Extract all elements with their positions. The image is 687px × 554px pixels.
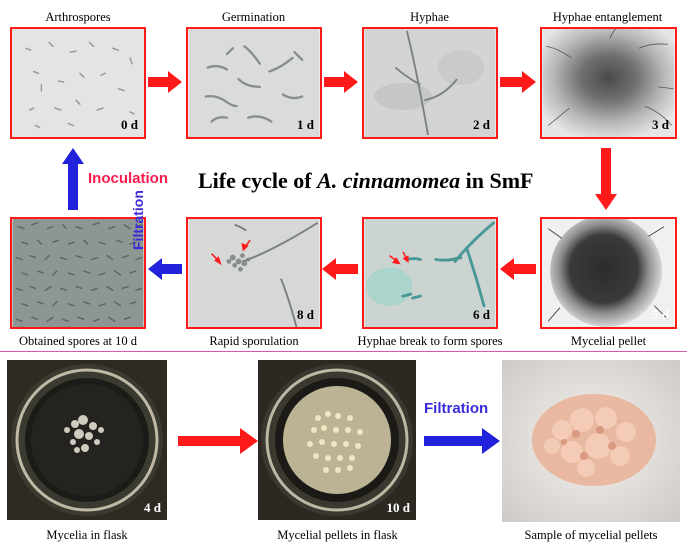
day-badge: 8 d	[297, 307, 314, 322]
label-rapid-sporulation: Rapid sporulation	[209, 334, 299, 348]
arrow-right	[324, 71, 358, 93]
inoculation-label: Inoculation	[88, 170, 168, 187]
day-badge: 10 d	[386, 500, 410, 515]
diagram-title: Life cycle of A. cinnamomea in SmF	[198, 168, 533, 194]
day-badge: 0 d	[121, 117, 138, 132]
label-pellets-flask: Mycelial pellets in flask	[277, 528, 398, 542]
spores-image	[12, 219, 144, 327]
label-germination: Germination	[221, 10, 286, 24]
panel-rapid-sporulation: 8 d	[186, 217, 322, 329]
panel-obtained-spores	[10, 217, 146, 329]
arrow-left-blue	[148, 258, 182, 280]
arrow-up	[62, 148, 84, 210]
hyphae-break-image	[364, 219, 496, 327]
arrow-right-blue	[424, 428, 500, 454]
filtration-horizontal-label: Filtration	[424, 400, 489, 417]
flask-image	[7, 360, 167, 520]
arrow-right	[178, 428, 258, 454]
day-badge: 5 d	[652, 307, 669, 322]
filtration-vertical-label: Filtration	[130, 190, 146, 250]
day-badge: 1 d	[297, 117, 314, 132]
label-mycelia-flask: Mycelia in flask	[46, 528, 128, 542]
label-hyphae: Hyphae	[410, 10, 449, 24]
hyphae-entanglement-image	[542, 29, 675, 137]
panel-mycelial-pellet: 5 d	[540, 217, 677, 329]
label-arthrospores: Arthrospores	[45, 10, 111, 24]
photo-pellet-sample	[502, 360, 680, 522]
day-badge: 6 d	[473, 307, 490, 322]
pellet-sample-image	[502, 360, 680, 522]
hyphae-image	[364, 29, 496, 137]
panel-germination: 1 d	[186, 27, 322, 139]
arrow-down	[595, 148, 617, 210]
day-badge: 4 d	[144, 500, 161, 515]
mycelial-pellet-image	[542, 219, 675, 327]
label-obtained-spores: Obtained spores at 10 d	[18, 334, 138, 348]
pellets-flask-image	[258, 360, 416, 520]
panel-arthrospores: 0 d	[10, 27, 146, 139]
label-pellet-sample: Sample of mycelial pellets	[524, 528, 658, 542]
day-badge: 3 d	[652, 117, 669, 132]
arrow-left	[322, 258, 358, 280]
panel-hyphae-entanglement: 3 d	[540, 27, 677, 139]
label-hyphae-break: Hyphae break to form spores	[357, 334, 503, 348]
photo-mycelial-pellets-flask: 10 d	[258, 360, 416, 520]
arrow-right	[148, 71, 182, 93]
photo-mycelia-flask: 4 d	[7, 360, 167, 520]
germination-image	[188, 29, 320, 137]
panel-hyphae-break: 6 d	[362, 217, 498, 329]
title-species: A. cinnamomea	[317, 168, 461, 193]
panel-hyphae: 2 d	[362, 27, 498, 139]
arrow-right	[500, 71, 536, 93]
arthrospores-image	[12, 29, 144, 137]
sporulation-image	[188, 219, 320, 327]
label-mycelial-pellet: Mycelial pellet	[570, 334, 647, 348]
title-suffix: in SmF	[460, 168, 534, 193]
title-prefix: Life cycle of	[198, 168, 318, 193]
arrow-left	[500, 258, 536, 280]
label-hyphae-entanglement: Hyphae entanglement	[552, 10, 663, 24]
day-badge: 2 d	[473, 117, 490, 132]
section-divider	[0, 351, 687, 352]
